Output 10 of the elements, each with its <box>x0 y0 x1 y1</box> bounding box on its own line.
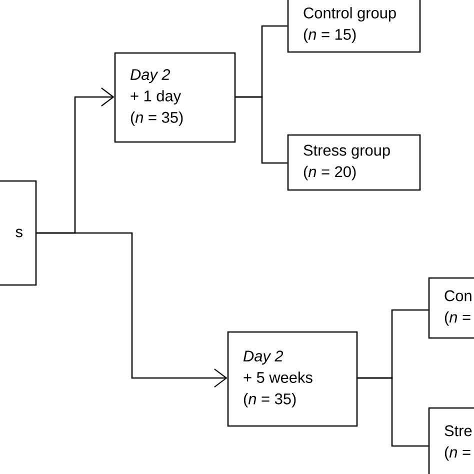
arrow <box>36 232 228 388</box>
group-box: Control group (n = 15) <box>287 0 421 53</box>
connector-line <box>358 377 428 447</box>
group-box: Day 2 + 1 day (n = 35) <box>114 52 236 143</box>
connector-line <box>236 96 288 164</box>
group-box: Con (n = <box>428 277 474 339</box>
group-box: s <box>0 180 37 286</box>
group-box: Stre (n = <box>428 407 474 474</box>
group-box: Stress group (n = 20) <box>287 134 421 191</box>
group-box: Day 2 + 5 weeks (n = 35) <box>227 331 358 427</box>
